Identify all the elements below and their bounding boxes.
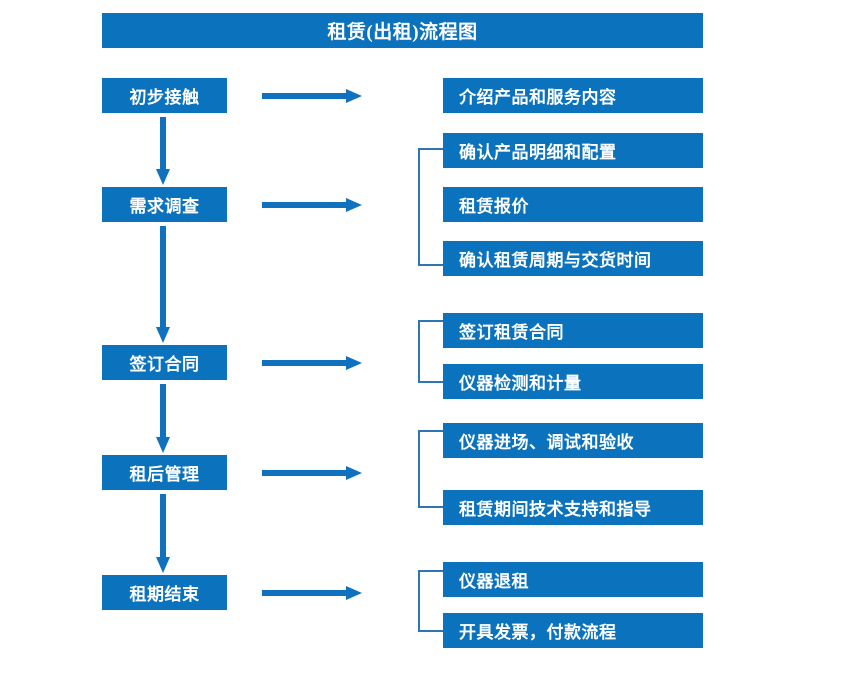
detail-box-technical-support-during-rental[interactable]: 租赁期间技术支持和指导 <box>443 490 703 525</box>
vertical-arrow-icon-4 <box>155 494 171 573</box>
vertical-arrow-icon-2 <box>155 226 171 343</box>
detail-box-instrument-inspection-metrology[interactable]: 仪器检测和计量 <box>443 364 703 399</box>
stage-box-sign-contract[interactable]: 签订合同 <box>102 345 227 380</box>
stage-box-post-rental-management[interactable]: 租后管理 <box>102 455 227 490</box>
detail-box-instrument-return[interactable]: 仪器退租 <box>443 562 703 597</box>
horizontal-arrow-icon-4 <box>262 465 362 481</box>
stage-box-initial-contact[interactable]: 初步接触 <box>102 78 227 113</box>
detail-box-sign-rental-contract[interactable]: 签订租赁合同 <box>443 313 703 348</box>
bracket-connector-group-5 <box>418 570 443 632</box>
detail-box-rental-quotation[interactable]: 租赁报价 <box>443 187 703 222</box>
detail-box-instrument-entry-commissioning-acceptance[interactable]: 仪器进场、调试和验收 <box>443 423 703 458</box>
horizontal-arrow-icon-2 <box>262 197 362 213</box>
detail-box-introduce-products-services[interactable]: 介绍产品和服务内容 <box>443 78 703 113</box>
horizontal-arrow-icon-5 <box>262 585 362 601</box>
horizontal-arrow-icon-3 <box>262 355 362 371</box>
stage-box-rental-end[interactable]: 租期结束 <box>102 575 227 610</box>
detail-box-confirm-rental-period-delivery[interactable]: 确认租赁周期与交货时间 <box>443 241 703 276</box>
diagram-title: 租赁(出租)流程图 <box>102 13 703 48</box>
bracket-connector-group-3 <box>418 320 443 383</box>
vertical-arrow-icon-3 <box>155 384 171 453</box>
detail-box-confirm-product-details-config[interactable]: 确认产品明细和配置 <box>443 133 703 168</box>
stage-box-requirement-survey[interactable]: 需求调查 <box>102 187 227 222</box>
vertical-arrow-icon-1 <box>155 117 171 185</box>
bracket-connector-group-2 <box>418 148 443 266</box>
horizontal-arrow-icon-1 <box>262 88 362 104</box>
detail-box-invoice-payment-process[interactable]: 开具发票，付款流程 <box>443 613 703 648</box>
bracket-connector-group-4 <box>418 430 443 508</box>
